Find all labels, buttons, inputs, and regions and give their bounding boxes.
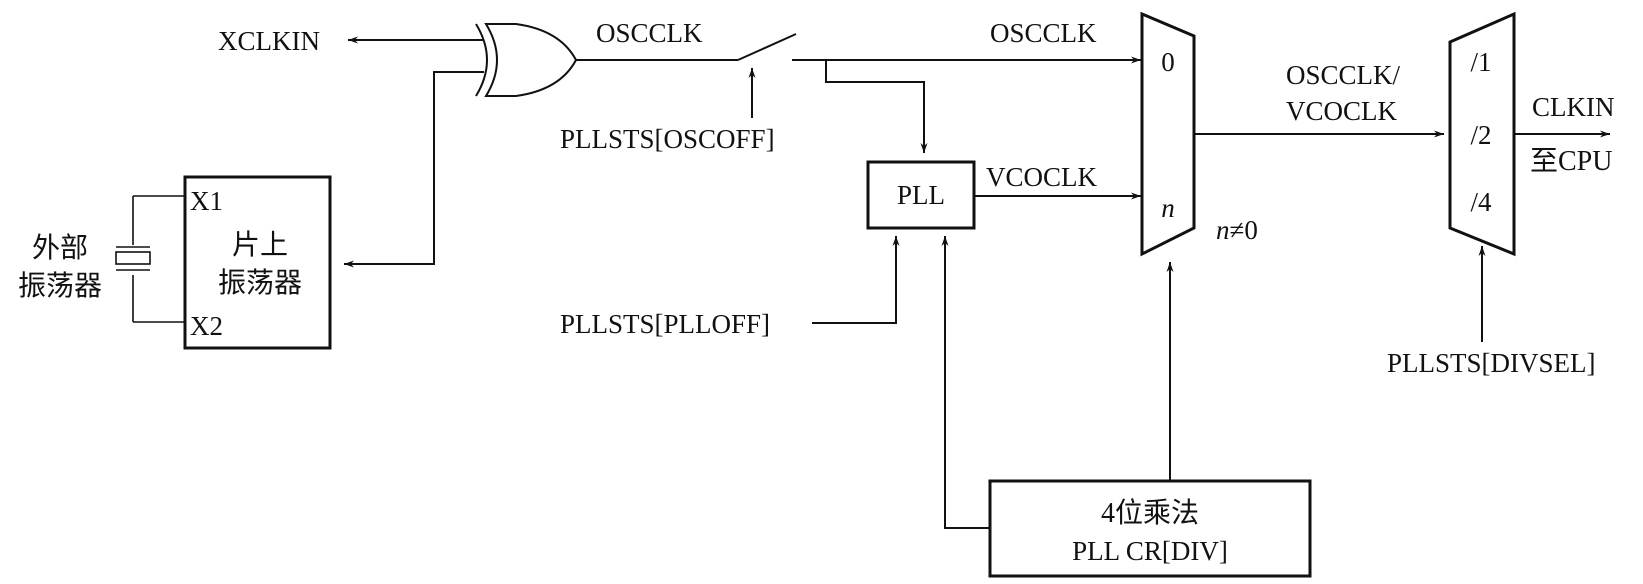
onchip-osc-label-1: 片上 (232, 229, 288, 261)
multiplier-label-2: PLL CR[DIV] (1072, 536, 1228, 566)
external-osc-label-2: 振荡器 (18, 270, 102, 302)
clock-mux (1140, 11, 1196, 257)
vcoclk-label: VCOCLK (986, 162, 1098, 192)
divsel-label: PLLSTS[DIVSEL] (1387, 348, 1596, 378)
mux-input-0: 0 (1161, 47, 1175, 77)
div-to-pll-wire (941, 236, 990, 529)
divider-opt-2: /2 (1470, 120, 1491, 150)
n-nonzero-label: n≠0 (1216, 215, 1258, 245)
pin-x1-label: X1 (190, 186, 223, 216)
crystal-symbol (115, 195, 185, 323)
plloff-label: PLLSTS[PLLOFF] (560, 309, 770, 339)
xor-to-oscillator-wire (344, 71, 484, 268)
pll-block (866, 160, 976, 230)
onchip-oscillator-block (183, 175, 332, 350)
pin-x2-label: X2 (190, 311, 223, 341)
oscclk-label-2: OSCCLK (990, 18, 1097, 48)
mux-out-label-1: OSCCLK/ (1286, 60, 1401, 90)
mux-input-n: n (1161, 193, 1175, 223)
osc-switch (737, 33, 797, 61)
multiplier-label-1: 4位乘法 (1101, 497, 1199, 529)
divider-opt-1: /1 (1470, 47, 1491, 77)
mux-out-label-2: VCOCLK (1286, 96, 1398, 126)
divider-opt-4: /4 (1470, 187, 1492, 217)
xclkin-label: XCLKIN (218, 26, 320, 56)
xor-gate (475, 23, 578, 97)
plloff-wire (812, 236, 900, 324)
oscclk-label-1: OSCCLK (596, 18, 703, 48)
pll-label: PLL (897, 180, 945, 210)
oscoff-label: PLLSTS[OSCOFF] (560, 124, 775, 154)
clkin-label: CLKIN (1532, 92, 1615, 122)
external-osc-label-1: 外部 (32, 232, 88, 264)
clock-divider (1448, 11, 1516, 257)
to-cpu-label: 至CPU (1530, 146, 1612, 177)
osc-to-pll-wire (825, 60, 928, 153)
onchip-osc-label-2: 振荡器 (218, 267, 302, 299)
